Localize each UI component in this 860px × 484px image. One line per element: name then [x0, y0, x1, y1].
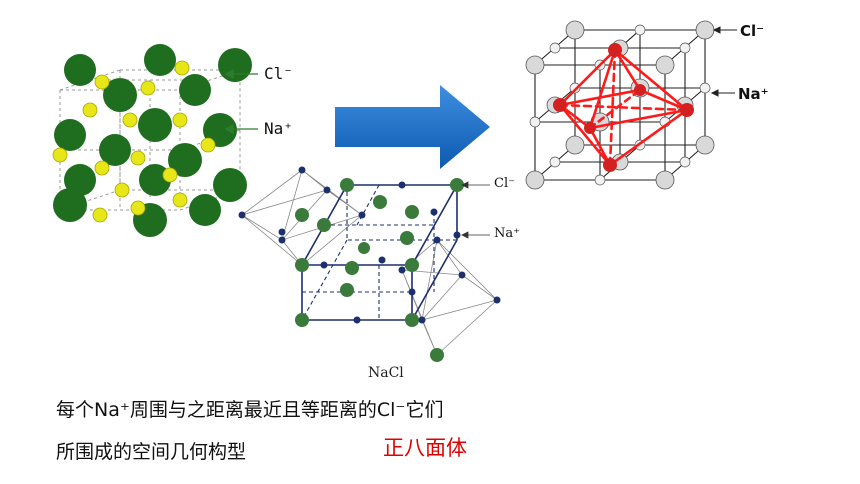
cl-spheres [525, 20, 715, 190]
question-line-1: 每个Na⁺周围与之距离最近且等距离的Cl⁻它们 [56, 399, 444, 421]
answer-text: 正八面体 [383, 436, 467, 460]
octahedron-lines [241, 169, 498, 356]
transform-arrow [335, 85, 490, 169]
na-ions-mid [238, 166, 501, 324]
left-na-label: Na⁺ [264, 119, 293, 138]
nacl-ball-stick-right [525, 20, 737, 190]
right-cl-label: Cl⁻ [740, 22, 765, 40]
cl-ions-mid [295, 178, 464, 362]
right-label-arrows [710, 26, 737, 97]
diagram-caption: NaCl [368, 365, 404, 381]
question-line-2: 所围成的空间几何构型 [56, 441, 247, 463]
cl-ions [53, 44, 252, 237]
nacl-wireframe-middle [238, 166, 501, 362]
mid-label-arrows [461, 181, 490, 239]
unit-cell-hidden-edges [301, 184, 457, 321]
mid-na-label: Na⁺ [494, 226, 520, 241]
na-ions [52, 60, 216, 223]
octahedron-vertices [553, 43, 694, 172]
nacl-ball-model-left [52, 44, 258, 237]
right-na-label: Na⁺ [738, 85, 769, 103]
mid-cl-label: Cl⁻ [494, 176, 515, 191]
left-cl-label: Cl⁻ [264, 64, 293, 83]
left-label-arrows [224, 68, 258, 135]
